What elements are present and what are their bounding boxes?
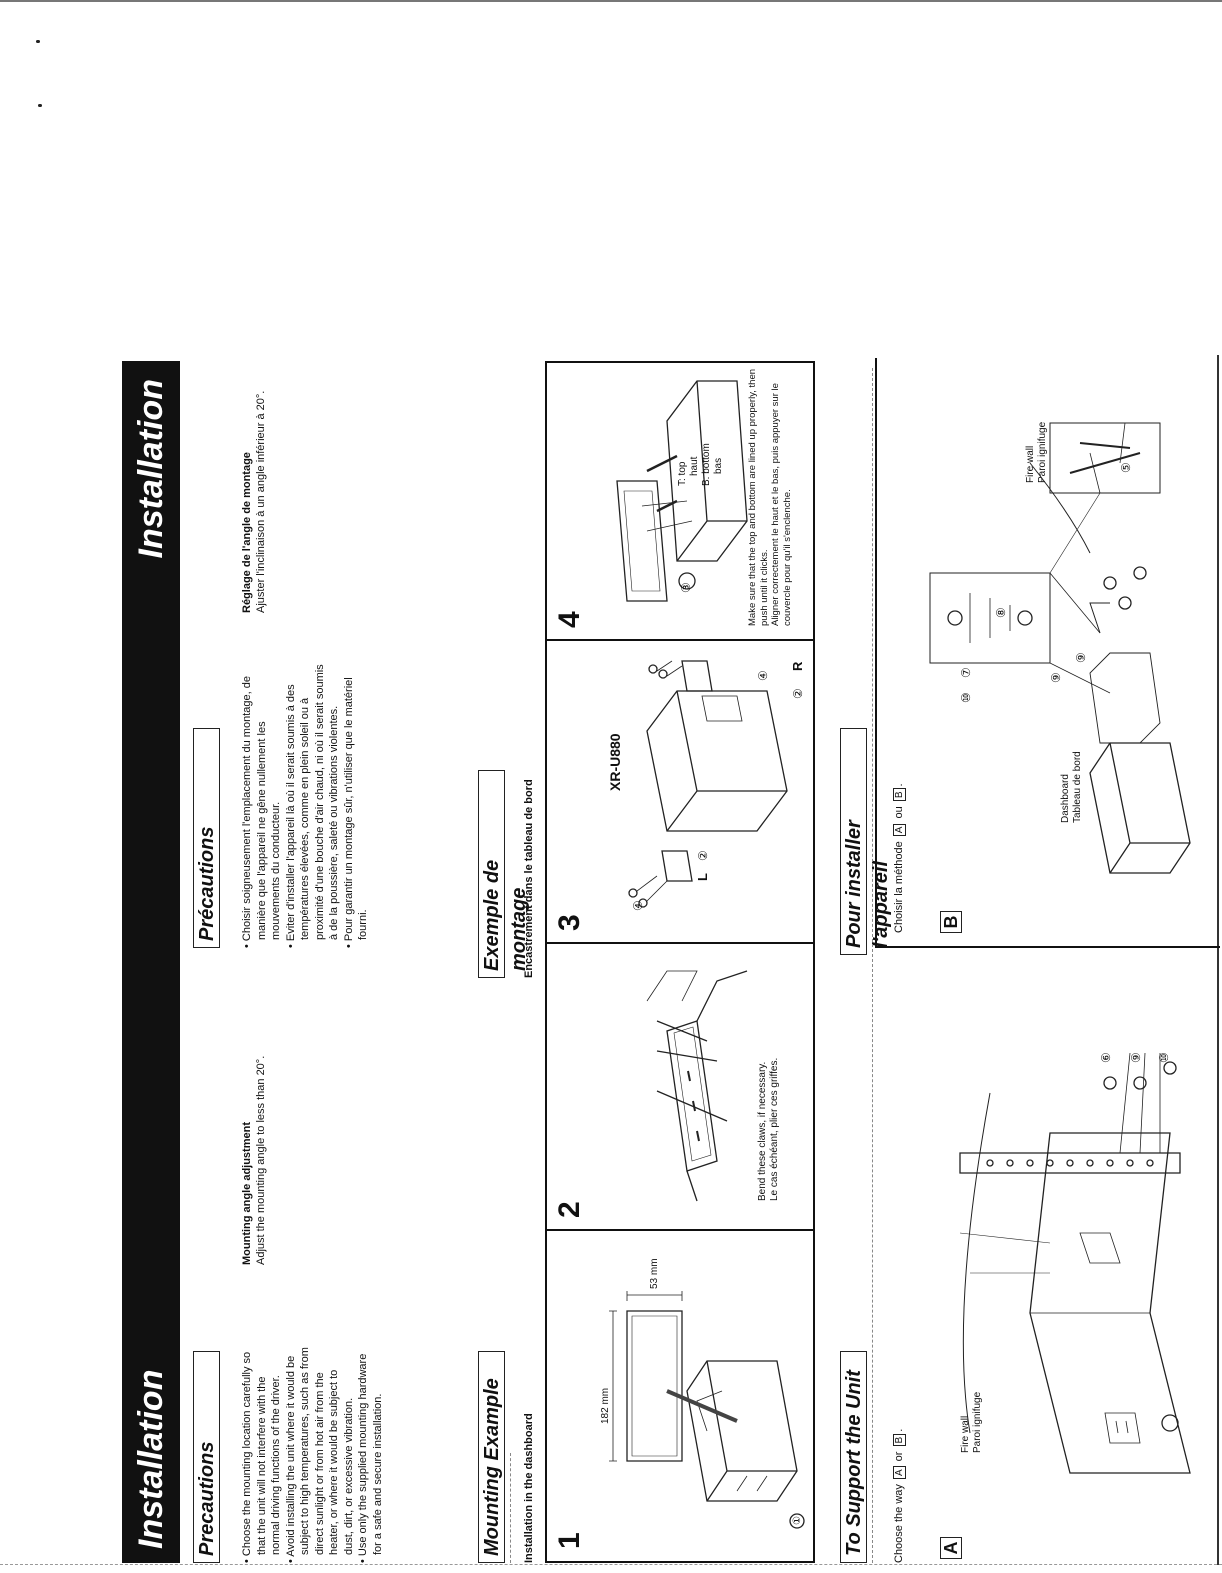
method-a-tag: A xyxy=(893,1466,906,1480)
callout-1: ① xyxy=(792,1516,803,1525)
scan-speck xyxy=(38,104,42,107)
precaution-item: Use only the supplied mounting hardware … xyxy=(356,1345,385,1563)
step3-illustration xyxy=(628,660,788,908)
precaution-item: Avoid installing the unit where it would… xyxy=(284,1345,357,1563)
step4-illustration xyxy=(616,380,748,602)
choose-method-en: Choose the way A or B. xyxy=(893,1428,906,1563)
step2-illustration xyxy=(646,970,748,1202)
angle-text: Adjust the mounting angle to less than 2… xyxy=(255,1055,267,1265)
support-heading-en: To Support the Unit xyxy=(840,1351,867,1563)
bend-en: Bend these claws, if necessary. xyxy=(757,1061,768,1201)
callout-2-left: ② xyxy=(696,850,710,861)
precaution-item: Choisir soigneusement l'emplacement du m… xyxy=(240,658,284,948)
dashboard-label: Dashboard Tableau de bord xyxy=(1060,751,1084,823)
callout-7: ⑦ xyxy=(959,667,973,678)
legend-top: T: top xyxy=(677,461,688,486)
method-a-illustration xyxy=(959,1052,1191,1474)
legend-haut: haut xyxy=(689,456,700,476)
top-bottom-legend: T: top haut B: bottom bas xyxy=(677,366,725,486)
mounting-angle-en: Mounting angle adjustment Adjust the mou… xyxy=(240,965,268,1265)
firewall-en: Fire wall xyxy=(1025,445,1036,483)
left-bracket-mark: L xyxy=(695,873,710,881)
callout-10-a: ⑩ xyxy=(1157,1052,1171,1063)
page-right-edge xyxy=(1217,355,1219,1565)
callout-4-right: ④ xyxy=(756,670,770,681)
step1-illustration xyxy=(609,1291,805,1529)
model-name: XR-U880 xyxy=(607,733,623,791)
angle-title: Réglage de l'angle de montage xyxy=(241,452,253,613)
method-b-illustration xyxy=(929,422,1191,874)
mounting-heading-fr: Exemple de montage xyxy=(478,770,530,978)
angle-text: Ajuster l'inclinaison à un angle inférie… xyxy=(255,390,267,613)
method-b-tag: B xyxy=(893,788,906,802)
precaution-item: Eviter d'installer l'appareil là où il s… xyxy=(284,658,342,948)
heading-underline xyxy=(510,1453,511,1563)
firewall-label-b: Fire wall Paroi ignifuge xyxy=(1025,422,1049,483)
legend-bas: bas xyxy=(713,457,724,474)
callout-3: ③ xyxy=(679,582,693,593)
note-en: Make sure that the top and bottom are li… xyxy=(747,368,770,626)
title-installation-fr: Installation xyxy=(122,361,180,955)
step-number-1: 1 xyxy=(553,1532,586,1549)
support-heading-fr: Pour installer l'appareil xyxy=(840,728,892,955)
step-divider xyxy=(547,1229,813,1231)
step-number-2: 2 xyxy=(553,1201,586,1218)
right-bracket-mark: R xyxy=(790,661,805,671)
scan-speck xyxy=(36,40,40,43)
precaution-item: Choose the mounting location carefully s… xyxy=(240,1345,284,1563)
note-fr: Aligner correctement le haut et le bas, … xyxy=(770,383,793,626)
title-installation-en: Installation xyxy=(122,955,180,1563)
bottom-edge-line xyxy=(0,1564,1222,1565)
callout-4-left: ④ xyxy=(631,900,645,911)
mounting-steps-panel: 1 2 3 4 182 mm 53 mm xyxy=(545,361,815,1563)
firewall-fr: Paroi ignifuge xyxy=(972,1391,983,1453)
callout-9-a: ⑨ xyxy=(1129,1052,1143,1063)
step-divider xyxy=(547,639,813,641)
method-a-marker: A xyxy=(940,1537,962,1559)
precautions-heading-en: Precautions xyxy=(193,1351,220,1563)
method-a-tag: A xyxy=(893,823,906,837)
angle-title: Mounting angle adjustment xyxy=(241,1122,253,1265)
callout-8: ⑧ xyxy=(994,607,1008,618)
callout-2-right: ② xyxy=(791,688,805,699)
legend-bottom: B: bottom xyxy=(701,443,712,486)
callout-10-b: ⑩ xyxy=(959,692,973,703)
callout-5: ⑤ xyxy=(1119,462,1133,473)
precaution-item: Pour garantir un montage sûr, n'utiliser… xyxy=(342,658,371,948)
firewall-fr: Paroi ignifuge xyxy=(1037,421,1048,483)
dimension-width-label: 182 mm xyxy=(600,1385,612,1426)
method-b-marker: B xyxy=(940,911,962,933)
dimension-height-label: 53 mm xyxy=(649,1258,660,1289)
callout-9-b: ⑨ xyxy=(1049,672,1063,683)
dashboard-en: Dashboard xyxy=(1060,774,1071,823)
step4-note: Make sure that the top and bottom are li… xyxy=(747,366,793,626)
callout-6: ⑥ xyxy=(1099,1052,1113,1063)
precautions-list-fr: Choisir soigneusement l'emplacement du m… xyxy=(240,658,371,948)
bend-fr: Le cas échéant, plier ces griffes. xyxy=(769,1057,780,1201)
firewall-label-a: Fire wall Paroi ignifuge xyxy=(960,1392,984,1453)
precautions-list-en: Choose the mounting location carefully s… xyxy=(240,1345,385,1563)
top-edge-line xyxy=(0,0,1222,2)
mounting-sub-en: Installation in the dashboard xyxy=(523,1413,535,1563)
step-divider xyxy=(547,942,813,944)
dashboard-fr: Tableau de bord xyxy=(1072,751,1083,823)
callout-9-c: ⑨ xyxy=(1074,652,1088,663)
choose-method-fr: Choisir la méthode A ou B. xyxy=(893,783,906,933)
firewall-en: Fire wall xyxy=(960,1415,971,1453)
mounting-sub-fr: Encastrement dans le tableau de bord xyxy=(523,779,535,978)
support-rule xyxy=(872,368,873,1563)
precautions-heading-fr: Précautions xyxy=(193,728,220,948)
mounting-angle-fr: Réglage de l'angle de montage Ajuster l'… xyxy=(240,368,268,613)
mounting-heading-en: Mounting Example xyxy=(478,1351,505,1563)
bend-claws-note: Bend these claws, if necessary. Le cas é… xyxy=(757,961,781,1201)
method-b-tag: B xyxy=(893,1433,906,1447)
